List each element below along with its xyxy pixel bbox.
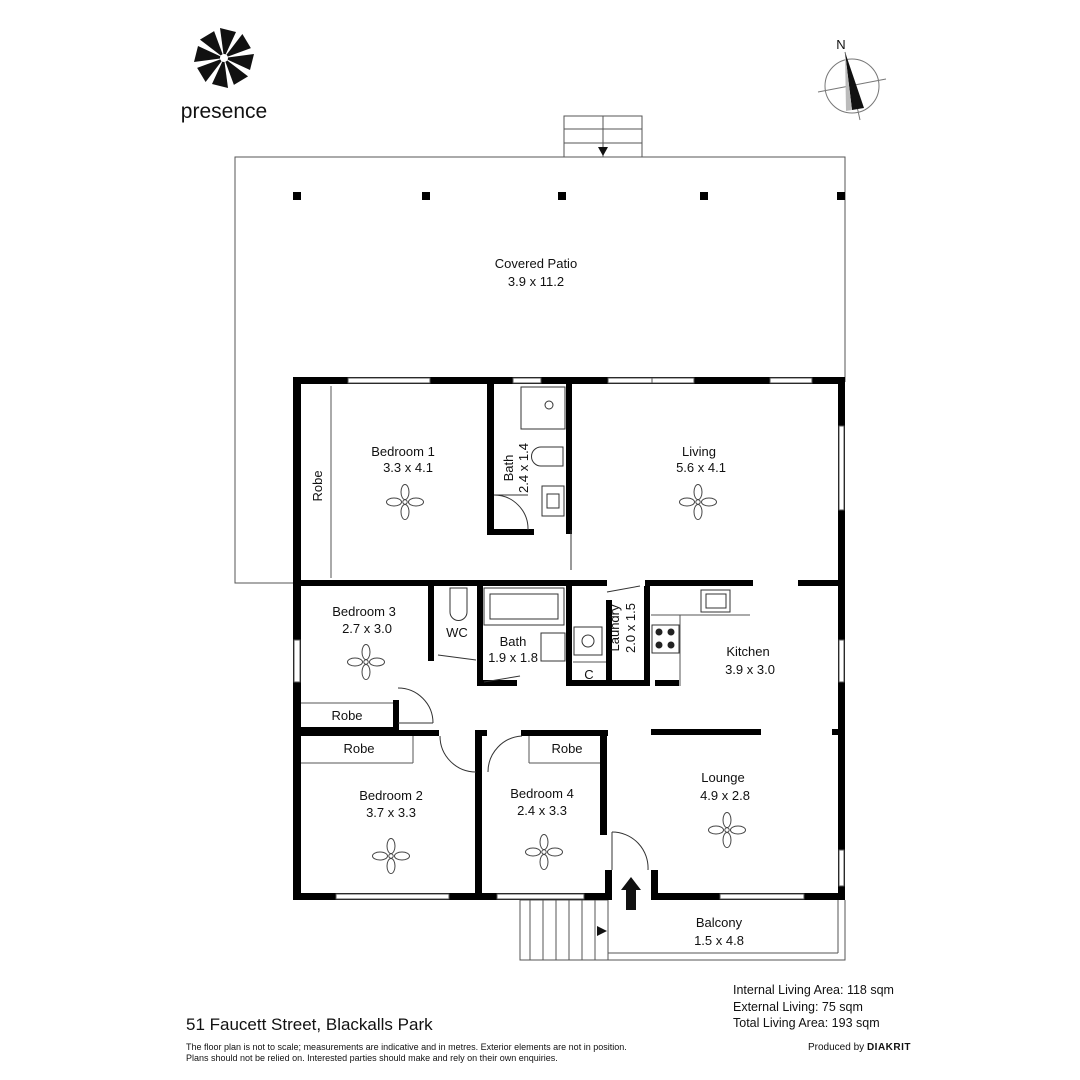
pinwheel-logo-icon (194, 28, 254, 88)
lounge-label: Lounge (701, 770, 744, 785)
covered-patio-outline (234, 115, 846, 584)
disclaimer: The floor plan is not to scale; measurem… (186, 1042, 646, 1064)
living-dims: 5.6 x 4.1 (676, 460, 726, 475)
bedroom3-label: Bedroom 3 (332, 604, 396, 619)
balcony-label: Balcony (696, 915, 743, 930)
laundry-label: Laundry (607, 604, 622, 651)
compass-icon (817, 51, 887, 121)
disclaimer-line: The floor plan is not to scale; measurem… (186, 1042, 627, 1052)
bedroom1-label: Bedroom 1 (371, 444, 435, 459)
internal-living-area: Internal Living Area: 118 sqm (733, 983, 894, 997)
property-address: 51 Faucett Street, Blackalls Park (186, 1015, 433, 1034)
bedroom1-dims: 3.3 x 4.1 (383, 460, 433, 475)
robe-b2-label: Robe (343, 741, 374, 756)
bedroom2-label: Bedroom 2 (359, 788, 423, 803)
robe-b3-label: Robe (331, 708, 362, 723)
cupboard-label: C (584, 667, 593, 682)
produced-by-prefix: Produced by (808, 1042, 865, 1053)
entry-arrow-icon (621, 877, 641, 910)
fixtures (449, 386, 731, 662)
bedroom3-dims: 2.7 x 3.0 (342, 621, 392, 636)
robe-b4-label: Robe (551, 741, 582, 756)
bath-lower-label: Bath (500, 634, 527, 649)
brand-name: presence (181, 100, 267, 123)
living-label: Living (682, 444, 716, 459)
robe-b1-label: Robe (310, 470, 325, 501)
covered-patio-dims: 3.9 x 11.2 (508, 274, 564, 289)
bath-lower-dims: 1.9 x 1.8 (488, 650, 538, 665)
wc-label: WC (446, 625, 468, 640)
bedroom4-label: Bedroom 4 (510, 786, 574, 801)
disclaimer-line: Plans should not be relied on. Intereste… (186, 1053, 558, 1063)
bedroom4-dims: 2.4 x 3.3 (517, 803, 567, 818)
balcony-outline (519, 899, 846, 961)
covered-patio-label: Covered Patio (495, 256, 577, 271)
laundry-dims: 2.0 x 1.5 (623, 603, 638, 653)
produced-by: Produced by DIAKRIT (808, 1042, 911, 1053)
kitchen-dims: 3.9 x 3.0 (725, 662, 775, 677)
doors (301, 386, 750, 871)
bath-upper-dims: 2.4 x 1.4 (516, 443, 531, 493)
windows (293, 377, 845, 900)
balcony-dims: 1.5 x 4.8 (694, 933, 744, 948)
compass-north-label: N (836, 37, 845, 52)
bath-upper-label: Bath (501, 455, 516, 482)
bedroom2-dims: 3.7 x 3.3 (366, 805, 416, 820)
lounge-dims: 4.9 x 2.8 (700, 788, 750, 803)
diakrit-brand: DIAKRIT (866, 1042, 911, 1053)
kitchen-label: Kitchen (726, 644, 769, 659)
external-living-area: External Living: 75 sqm (733, 1000, 863, 1014)
total-living-area: Total Living Area: 193 sqm (733, 1016, 880, 1030)
